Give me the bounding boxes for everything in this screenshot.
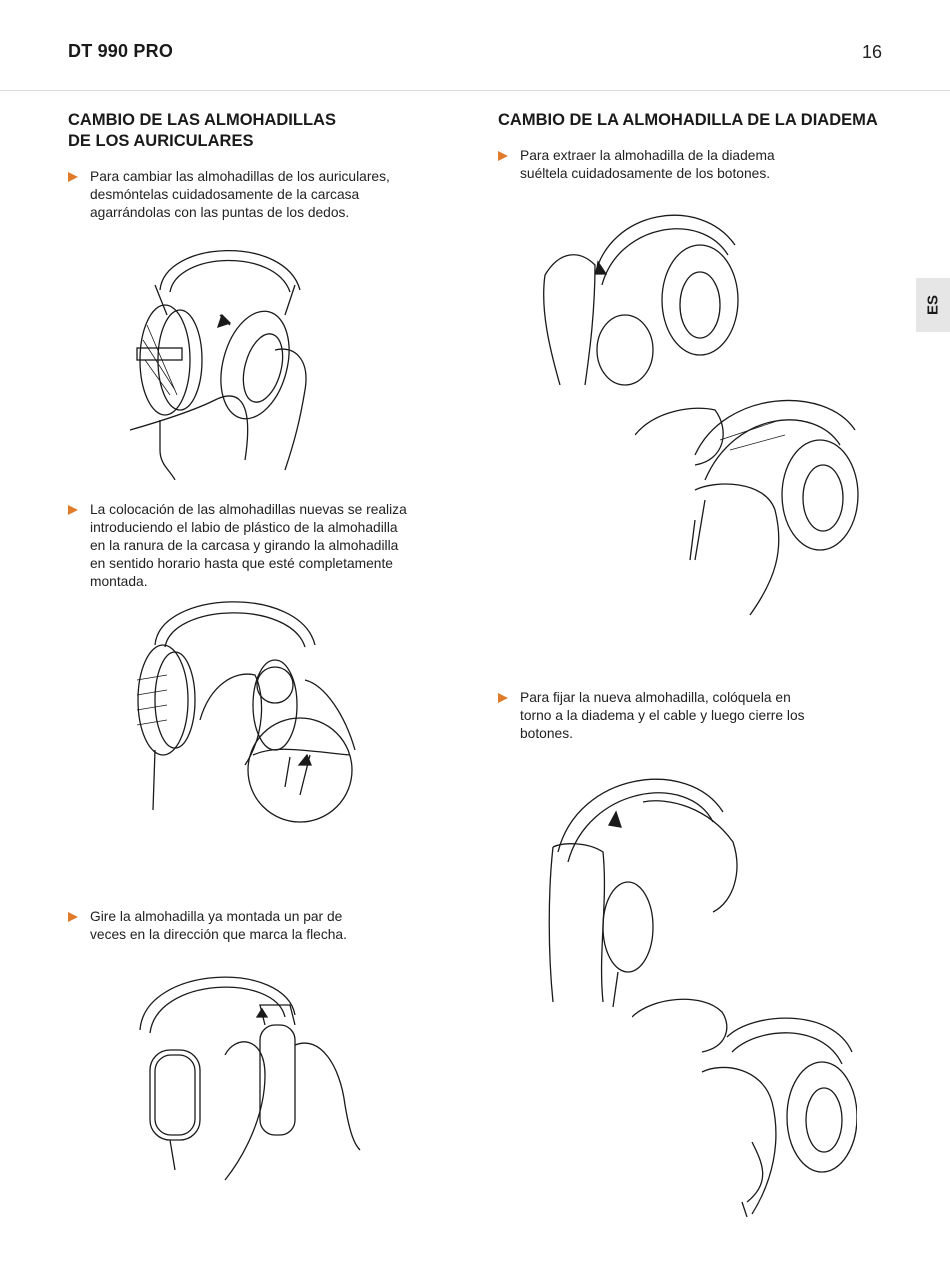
bullet-arrow-icon: [68, 505, 78, 515]
page-number: 16: [861, 42, 882, 62]
document-title: DT 990 PRO: [68, 41, 174, 61]
illustration-close-headband-buttons: [632, 992, 857, 1217]
step-install-ear-pads: La colocación de las almohadillas nuevas…: [68, 501, 407, 591]
illustration-remove-headband-pad: [540, 200, 750, 390]
step-attach-headband-pad: Para fijar la nueva almohadilla, colóque…: [498, 689, 805, 743]
illustration-install-ear-pad: [125, 585, 365, 830]
illustration-release-headband-buttons: [635, 380, 860, 620]
bullet-arrow-icon: [498, 693, 508, 703]
step-remove-headband-pad: Para extraer la almohadilla de la diadem…: [498, 147, 775, 183]
illustration-remove-ear-pad: [125, 230, 325, 480]
section-title-headband-pad: CAMBIO DE LA ALMOHADILLA DE LA DIADEMA: [498, 111, 878, 129]
section-title-ear-pads: CAMBIO DE LAS ALMOHADILLAS DE LOS AURICU…: [68, 111, 336, 150]
language-tab-label: ES: [924, 294, 942, 316]
step-rotate-ear-pad: Gire la almohadilla ya montada un par de…: [68, 908, 347, 944]
header-divider: [0, 90, 950, 91]
step-remove-ear-pads: Para cambiar las almohadillas de los aur…: [68, 168, 390, 222]
bullet-arrow-icon: [68, 912, 78, 922]
bullet-arrow-icon: [68, 172, 78, 182]
language-tab: ES: [916, 278, 950, 332]
illustration-rotate-ear-pad: [125, 955, 365, 1185]
bullet-arrow-icon: [498, 151, 508, 161]
illustration-attach-headband-pad: [548, 762, 748, 1007]
